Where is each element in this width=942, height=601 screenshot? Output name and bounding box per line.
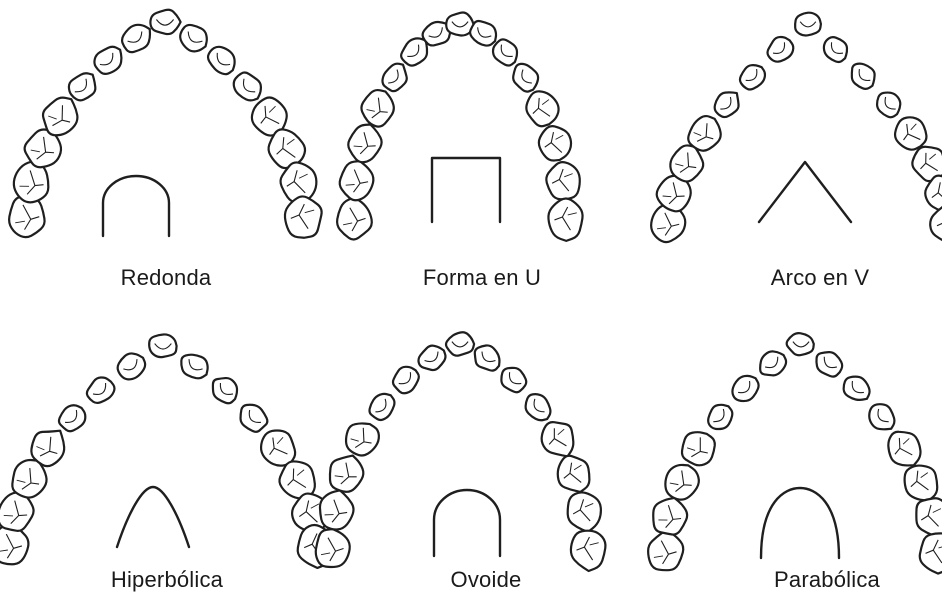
caption-ovoide: Ovoide — [451, 567, 522, 593]
arch-form-line-arco-v — [759, 162, 851, 222]
arch-parabolica — [647, 333, 942, 574]
arch-form-line-hiperbolica — [117, 487, 189, 547]
arch-forma-u — [337, 12, 583, 241]
arch-form-line-ovoide — [434, 490, 500, 556]
arch-form-line-forma-u — [432, 158, 500, 222]
caption-redonda: Redonda — [121, 265, 212, 291]
arch-hiperbolica — [0, 334, 335, 569]
caption-forma-en-u: Forma en U — [423, 265, 541, 291]
caption-hiperbolica: Hiperbólica — [111, 567, 223, 593]
caption-arco-en-v: Arco en V — [771, 265, 869, 291]
arch-form-line-redonda — [103, 176, 169, 236]
arch-redonda — [8, 10, 322, 239]
caption-parabolica: Parabólica — [774, 567, 880, 593]
arch-arco-v — [650, 13, 942, 246]
arch-form-line-parabolica — [761, 488, 839, 558]
arch-ovoide — [315, 332, 606, 571]
